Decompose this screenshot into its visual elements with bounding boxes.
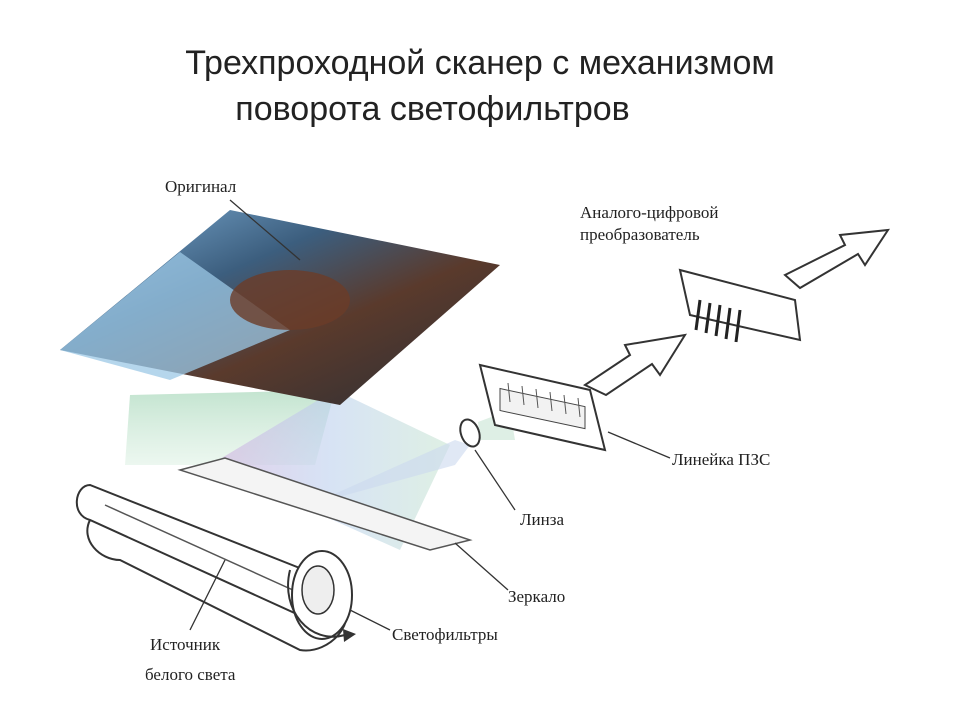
leader-filters	[349, 609, 391, 631]
label-ccd: Линейка ПЗС	[672, 450, 770, 469]
filter-rotation-arrow-head	[343, 629, 356, 642]
ccd-array-window	[499, 387, 586, 430]
arrow-ccd-to-adc	[582, 333, 688, 397]
original-document-sky	[60, 252, 290, 380]
leader-ccd	[607, 431, 671, 459]
label-adc-line-2: преобразователь	[580, 225, 700, 244]
mirror	[177, 457, 473, 551]
label-source-line-1: Источник	[150, 635, 221, 654]
lens	[459, 418, 481, 448]
adc-chip-pins	[694, 299, 742, 343]
label-mirror: Зеркало	[508, 587, 565, 606]
label-source-line-2: белого света	[145, 665, 236, 684]
adc-chip	[678, 268, 802, 342]
leader-lens	[474, 449, 516, 511]
diagram-title: Трехпроходной сканер с механизмом поворо…	[0, 40, 960, 132]
title-line-2: поворота светофильтров	[235, 90, 630, 128]
light-source-inner	[104, 504, 316, 601]
filter-rotation-arrow	[287, 569, 346, 638]
original-document-subject	[230, 270, 350, 330]
leader-mirror	[454, 542, 509, 591]
arrow-adc-output	[783, 228, 890, 290]
label-filters: Светофильтры	[392, 625, 498, 644]
light-beam-to-lens	[310, 440, 470, 505]
light-beam-mirror	[210, 390, 450, 550]
scanner-illustration: Оригинал Аналого-цифровой преобразовател…	[60, 177, 890, 684]
filter-wheel-inner	[301, 565, 335, 615]
ccd-array-cells	[507, 382, 581, 418]
leader-original	[229, 199, 301, 261]
label-adc-line-1: Аналого-цифровой	[580, 203, 718, 222]
scanner-diagram: Оригинал Аналого-цифровой преобразовател…	[60, 140, 920, 715]
title-line-1: Трехпроходной сканер с механизмом	[185, 44, 775, 82]
leader-source	[189, 559, 226, 631]
label-original: Оригинал	[165, 177, 237, 196]
label-lens: Линза	[520, 510, 564, 529]
